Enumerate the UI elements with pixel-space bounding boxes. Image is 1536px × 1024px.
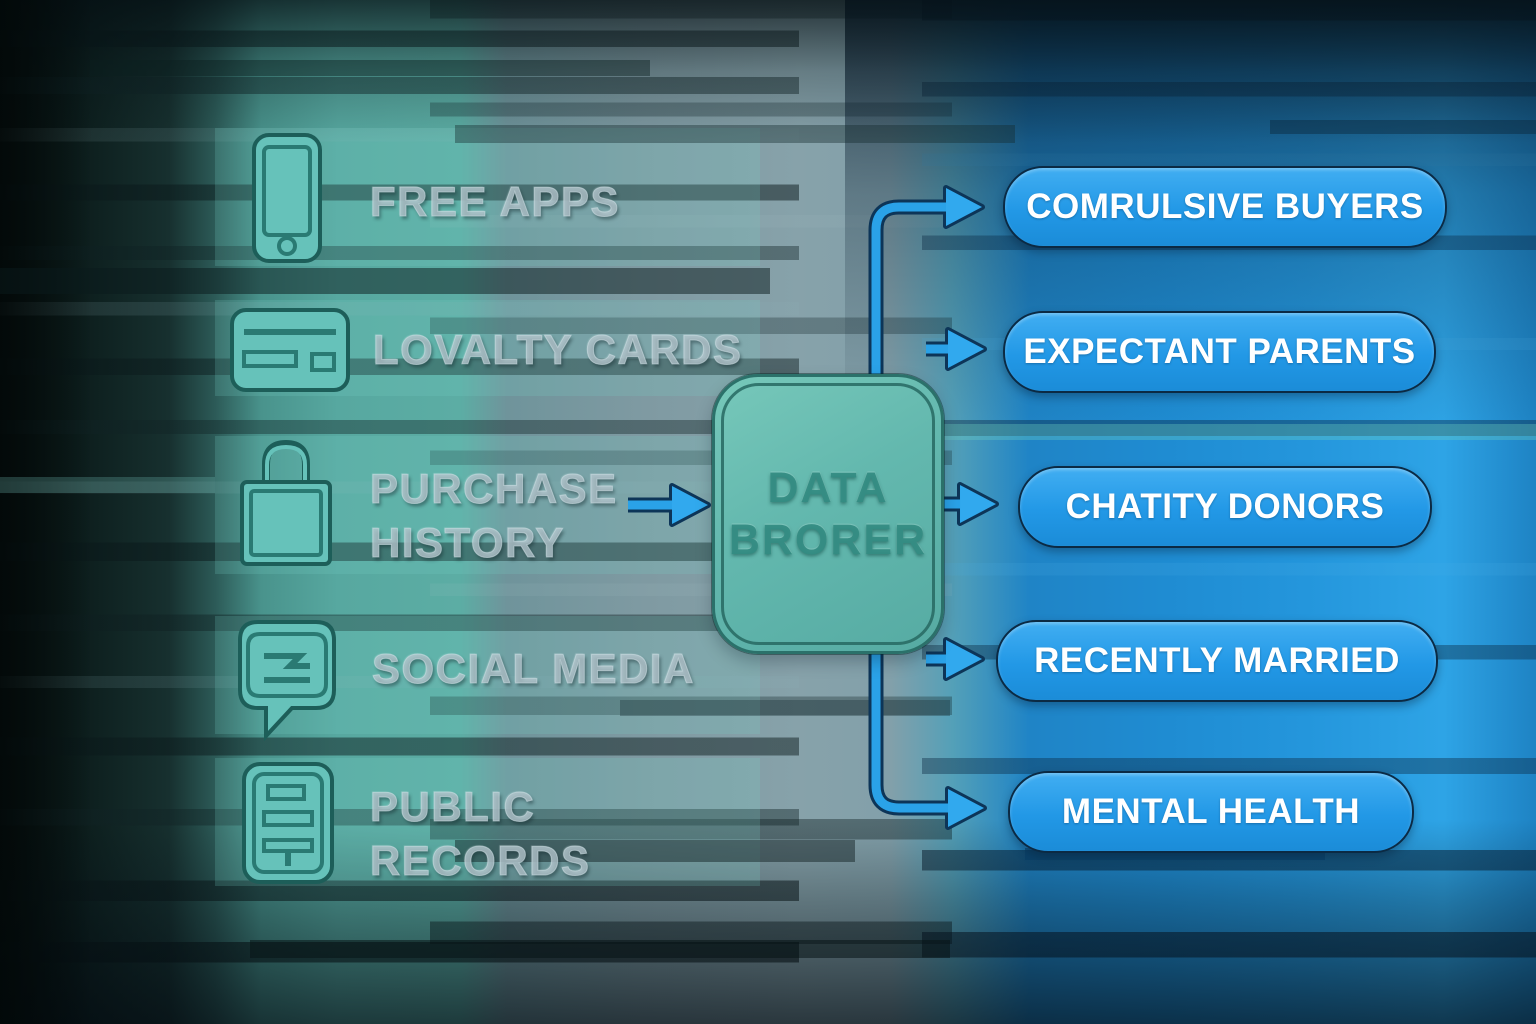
segment-pill-expectant-parents: EXPECTANT PARENTS [1003, 311, 1436, 393]
data-broker-box: DATA BRORER [712, 374, 944, 654]
source-label: FREE APPS [370, 178, 620, 226]
data-broker-box-inner-border [721, 383, 935, 645]
segment-pill-compulsive-buyers: COMRULSIVE BUYERS [1003, 166, 1447, 248]
segment-pill-mental-health: MENTAL HEALTH [1008, 771, 1414, 853]
source-label: LOVALTY CARDS [373, 326, 743, 374]
segment-pill-charity-donors: CHATITY DONORS [1018, 466, 1432, 548]
source-label: PUBLIC RECORDS [370, 783, 591, 885]
smartphone-icon [250, 131, 324, 265]
loyalty-card-icon [228, 306, 352, 394]
shopping-bag-icon [236, 438, 336, 570]
source-label: PURCHASE HISTORY [370, 465, 618, 567]
data-broker-label: DATA BRORER [728, 464, 928, 564]
source-label: SOCIAL MEDIA [372, 645, 695, 693]
document-icon [240, 760, 336, 886]
speech-bubble-icon [236, 618, 338, 746]
segment-pill-recently-married: RECENTLY MARRIED [996, 620, 1438, 702]
